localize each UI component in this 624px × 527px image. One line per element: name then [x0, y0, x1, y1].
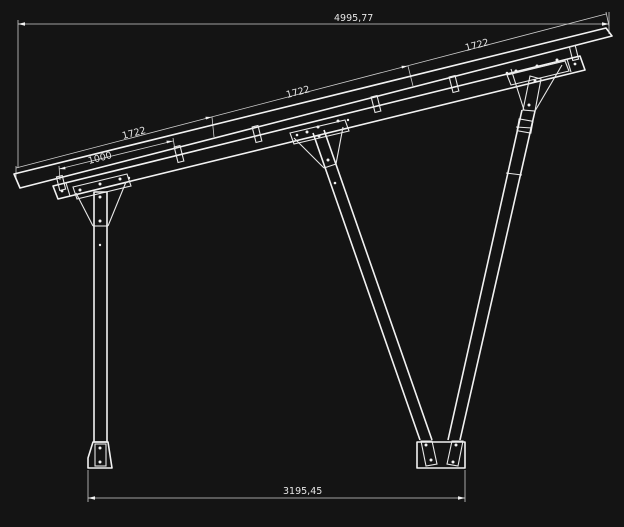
dimension-label-panel-1: 1722 [121, 125, 147, 142]
dimension-total-width: 4995,77 [17, 12, 610, 168]
middle-strut [289, 118, 433, 441]
right-base-plate [416, 440, 466, 469]
dimension-label-panel-3: 1722 [464, 37, 490, 54]
solar-panel-slab [13, 27, 613, 189]
dimension-label-panel-2: 1722 [285, 84, 311, 101]
dimension-base-span: 3195,45 [87, 470, 466, 502]
left-column [72, 173, 132, 469]
panel-clamps [55, 44, 580, 192]
dimension-sloped-panels: 1722 1722 1722 [15, 11, 610, 178]
dimension-label-base: 3195,45 [283, 486, 322, 497]
dimension-label-total: 4995,77 [334, 13, 373, 24]
right-column [447, 58, 570, 441]
rafter-beam [52, 55, 586, 200]
